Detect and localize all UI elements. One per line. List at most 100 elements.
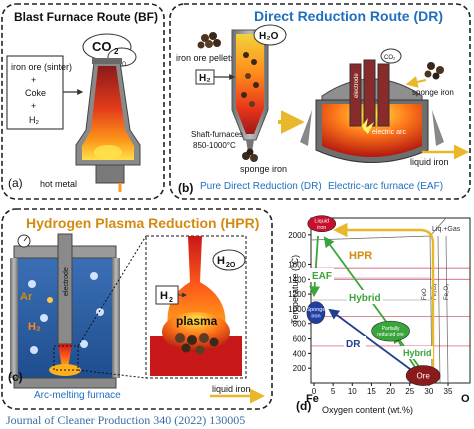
panel-b-label: (b) [178, 181, 193, 195]
tag-hybrid-mid: Hybrid [349, 293, 381, 304]
oxide-fe2o3: Fe₂O₃ [444, 283, 450, 300]
node-label: reduced ore [377, 332, 404, 338]
eaf-path [309, 235, 320, 298]
ar-label: Ar [20, 291, 33, 303]
x-tick-label: 0 [312, 387, 317, 396]
zoom-h2-sub: 2 [169, 297, 173, 304]
panel-c-title: Hydrogen Plasma Reduction (HPR) [26, 215, 259, 231]
dr-h2o-label: H₂O [259, 31, 279, 42]
node-label: Liquid [314, 218, 329, 224]
plasma-zoom: plasma H 2 H 2O [145, 235, 247, 379]
x-tick-label: 30 [424, 387, 433, 396]
input-line-4: H₂ [29, 115, 39, 125]
electrode-label-b: electrode [354, 73, 360, 98]
node-label: iron [317, 225, 326, 231]
input-line-2: Coke [25, 88, 46, 98]
co2-small-label: CO₂ [384, 55, 396, 61]
tag-hpr: HPR [349, 250, 372, 262]
node-marker [307, 215, 337, 233]
panel-c: Hydrogen Plasma Reduction (HPR) electrod… [1, 208, 273, 410]
liq-gas-label: Liq.+Gas [432, 226, 461, 233]
x-tick-label: 5 [331, 387, 336, 396]
blast-furnace [75, 58, 141, 192]
panel-a: Blast Furnace Route (BF) CO 2 H₂O iron o… [1, 3, 165, 200]
x-tick-label: 20 [386, 387, 395, 396]
node-marker [371, 320, 410, 342]
x-ticks: 0 5 10 15 20 25 30 35 [312, 383, 453, 396]
co2-label: CO [92, 39, 112, 54]
sponge-bottom-label: sponge iron [240, 164, 287, 174]
tag-eaf: EAF [312, 271, 332, 282]
inputs-box [6, 55, 64, 130]
liquid-iron-c: liquid iron [212, 384, 251, 394]
panel-a-frame [1, 3, 165, 200]
x-right-o: O [461, 393, 470, 405]
x-left-fe: Fe [306, 393, 319, 405]
input-line-3: + [31, 101, 36, 111]
dr-path [328, 308, 415, 373]
node-marker [405, 365, 441, 386]
zoom-h2o-label: H [217, 255, 225, 267]
h2-chamber-label: H₂ [28, 321, 41, 333]
citation-footer: Journal of Cleaner Production 340 (2022)… [6, 413, 246, 427]
eaf-furnace: electrode electric arc [300, 59, 444, 163]
y-tick-label: 1600 [288, 260, 306, 269]
panel-c-frame [1, 208, 273, 410]
tag-hybrid-low: Hybrid [403, 348, 432, 358]
pellets-icon [197, 32, 221, 49]
y-tick-label: 800 [293, 320, 307, 329]
input-line-0: iron ore (sinter) [11, 62, 72, 72]
node-label: iron [311, 314, 320, 320]
x-tick-label: 10 [348, 387, 357, 396]
eaf-caption: Electric-arc furnace (EAF) [328, 181, 443, 192]
pellets-label: iron ore pellets [176, 53, 236, 63]
x-tick-label: 15 [367, 387, 376, 396]
pure-dr-caption: Pure Direct Reduction (DR) [200, 181, 322, 192]
x-axis-label: Oxygen content (wt.%) [322, 405, 413, 415]
y-tick-label: 400 [293, 349, 307, 358]
node-label: Partially [382, 326, 400, 332]
panel-d-label: (d) [296, 399, 311, 413]
y-tick-label: 600 [293, 335, 307, 344]
oxide-fe3o4: Fe₃O₄ [432, 283, 438, 300]
panel-a-label: (a) [8, 176, 23, 190]
y-tick-label: 200 [293, 364, 307, 373]
panel-a-title: Blast Furnace Route (BF) [14, 10, 158, 24]
y-tick-label: 2000 [288, 231, 306, 240]
liquid-iron-b: liquid iron [410, 157, 449, 167]
x-tick-label: 25 [405, 387, 414, 396]
sponge-right-label: sponge iron [412, 88, 454, 97]
y-tick-label: 1000 [288, 305, 306, 314]
panel-b-frame [169, 3, 471, 200]
oxide-feo: FeO [422, 288, 428, 300]
plasma-label: plasma [176, 314, 218, 328]
y-ticks: 200 400 600 800 1000 1200 1400 1600 2000 [288, 231, 311, 373]
arc-melting-caption: Arc-melting furnace [34, 390, 121, 401]
electric-arc-label: electric arc [372, 129, 406, 136]
node-label: Ore [416, 371, 430, 380]
node-marker [306, 301, 326, 324]
y-tick-label: 1400 [288, 275, 306, 284]
zoom-h2o-sub: 2O [226, 262, 236, 269]
dr-h2-label: H₂ [199, 73, 211, 84]
input-line-1: + [31, 75, 36, 85]
tag-dr: DR [346, 339, 361, 350]
arc-melting-chamber: electrode Ar H₂ [10, 233, 120, 389]
y-tick-label: 1200 [288, 290, 306, 299]
panel-b: Direct Reduction Route (DR) iron ore pel… [169, 3, 471, 200]
zoom-h2-label: H [160, 290, 168, 302]
shaft-furnace [231, 29, 269, 152]
shaft-label: Shaft-furnaces [191, 130, 243, 139]
electrode-label-c: electrode [63, 267, 70, 296]
co2-subscript: 2 [114, 47, 119, 56]
hpr-path [333, 222, 435, 370]
panel-b-title: Direct Reduction Route (DR) [254, 8, 443, 24]
x-tick-label: 35 [444, 387, 453, 396]
hot-metal-label: hot metal [40, 179, 77, 189]
panel-c-label: (c) [8, 370, 23, 384]
panel-d: 200 400 600 800 1000 1200 1400 1600 2000 0 5 10 15 2… [288, 215, 471, 415]
shaft-temp: 850-1000°C [193, 141, 236, 150]
y-axis-label: Temperature (°C) [290, 255, 300, 324]
